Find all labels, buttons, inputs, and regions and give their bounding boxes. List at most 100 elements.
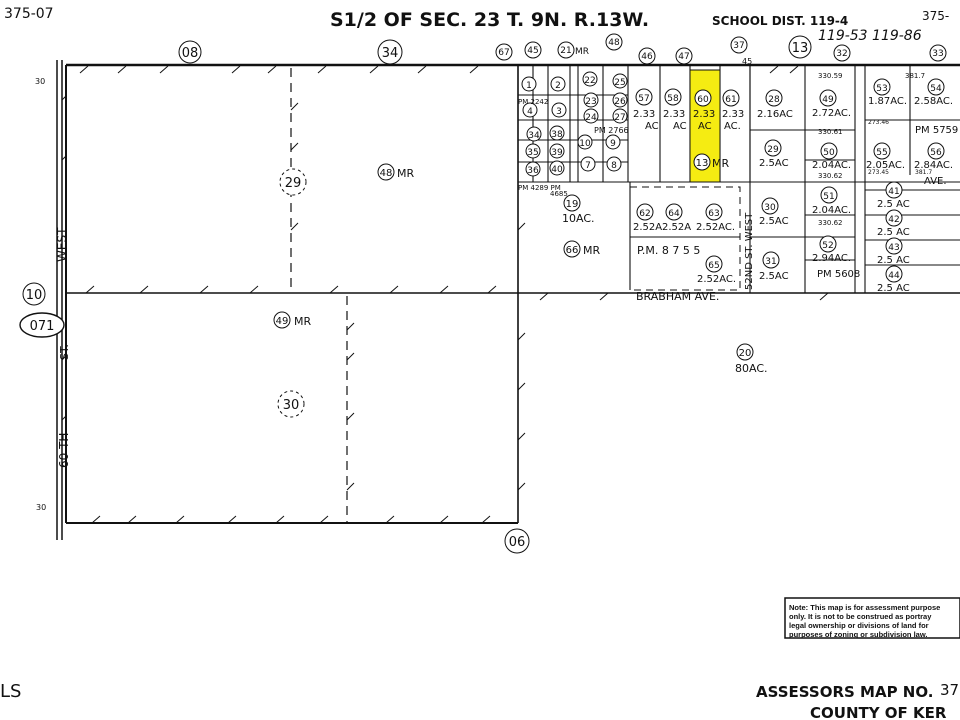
school-district: SCHOOL DIST. 119-4 [712,14,848,28]
svg-text:4: 4 [527,107,533,117]
parcel-63: 63 2.52AC. [696,203,735,233]
svg-text:2.5AC: 2.5AC [759,158,789,169]
svg-text:MR: MR [712,157,729,170]
disclaimer-box [784,597,960,639]
pm-5608-label: PM 5608 [817,269,860,280]
svg-text:37: 37 [733,41,744,51]
svg-text:06: 06 [509,535,526,550]
pm-5759-label: PM 5759 [915,125,958,136]
svg-text:2.52AC.: 2.52AC. [696,222,735,233]
dim-30-top: 30 [35,77,45,86]
svg-text:08: 08 [182,46,199,61]
dim-330-62b: 330.62 [818,219,843,227]
district-codes: 119-53 119-86 [818,28,922,44]
south-line-ticks [91,515,491,524]
svg-text:2.52AC.: 2.52AC. [697,274,736,285]
bubble-13: 13 [788,35,812,59]
svg-text:3: 3 [556,107,562,117]
street-brabham-ave: BRABHAM AVE. [636,290,719,303]
svg-text:28: 28 [768,95,780,105]
svg-text:2.94AC.: 2.94AC. [812,253,851,264]
parcel-44: 44 2.5 AC [877,265,910,294]
parcel-28: 28 2.16AC [757,89,793,120]
footer-left-mark: LS [0,681,21,702]
svg-text:8: 8 [611,161,617,171]
bubble-29: 29 [279,168,307,196]
small-parcel-bubbles: 1 2 22 25 4 3 23 26 24 27 34 38 10 9 35 … [521,71,628,177]
svg-text:34: 34 [528,131,540,141]
svg-text:40: 40 [551,165,563,175]
svg-text:1.87AC.: 1.87AC. [868,96,907,107]
svg-text:2.52A: 2.52A [662,222,691,233]
svg-text:2.72AC.: 2.72AC. [812,108,851,119]
svg-text:2.5 AC: 2.5 AC [877,199,910,210]
svg-text:56: 56 [930,148,942,158]
svg-text:34: 34 [382,46,399,61]
svg-text:58: 58 [667,94,679,104]
svg-text:2.04AC.: 2.04AC. [812,160,851,171]
note-line-2: only. It is not to be construed as portr… [789,612,932,621]
parcel-29: 29 2.5AC [759,139,789,169]
svg-text:45: 45 [527,46,538,56]
svg-text:41: 41 [888,187,899,197]
svg-text:9: 9 [610,139,616,149]
parcel-49-right: 492.72AC. [812,89,851,119]
svg-text:39: 39 [551,148,563,158]
svg-text:48: 48 [608,38,620,48]
svg-text:42: 42 [888,215,899,225]
svg-text:29: 29 [767,145,779,155]
parcel-31: 31 2.5AC [759,251,789,282]
svg-text:2.33: 2.33 [722,109,744,120]
svg-text:AC.: AC. [724,121,741,132]
svg-text:2.5 AC: 2.5 AC [877,227,910,238]
svg-text:2.05AC.: 2.05AC. [866,160,905,171]
svg-text:61: 61 [725,95,736,105]
svg-text:2.52A: 2.52A [633,222,662,233]
bubble-30: 30 [277,390,305,418]
svg-text:35: 35 [527,148,538,158]
svg-text:50: 50 [823,148,835,158]
svg-text:AC: AC [698,121,712,132]
svg-text:20: 20 [739,348,752,359]
svg-text:2.16AC: 2.16AC [757,109,793,120]
pm-8755-label: P.M. 8 7 5 5 [637,244,700,257]
parcel-50: 50 2.04AC. [812,142,851,171]
svg-text:48: 48 [380,168,393,179]
svg-text:2.84AC.: 2.84AC. [914,160,953,171]
svg-text:66: 66 [566,245,579,256]
parcel-30: 302.5AC [759,197,789,227]
svg-text:67: 67 [498,48,509,58]
parcel-62: 622.52A [633,203,662,233]
svg-text:63: 63 [708,209,719,219]
bubble-08: 08 [178,40,202,64]
svg-text:43: 43 [888,243,899,253]
page-number-right: 375- [922,9,949,23]
mr-top-label: MR [575,47,589,57]
note-line-1: Note: This map is for assessment purpose [789,603,940,612]
street-60th: 60 TH [57,433,71,468]
svg-text:13: 13 [696,158,709,169]
note-line-4: purposes of zoning or subdivision law. [789,630,927,639]
svg-text:31: 31 [765,257,776,267]
parcel-54: 542.58AC. [914,78,953,107]
page-number-left: 375-07 [4,6,54,22]
parcel-55: 552.05AC. [866,142,905,171]
svg-text:65: 65 [708,261,719,271]
parcel-53: 53 1.87AC. [868,78,907,107]
svg-text:23: 23 [585,97,596,107]
footer-county: COUNTY OF KER [810,704,947,720]
dim-381-7: 381.7 [905,72,925,80]
svg-text:53: 53 [876,84,887,94]
pm-4685-label: 4685 [550,190,568,198]
svg-text:44: 44 [888,271,900,281]
svg-text:38: 38 [551,130,563,140]
svg-text:2.5AC: 2.5AC [759,271,789,282]
svg-text:071: 071 [30,319,55,334]
svg-text:2.33: 2.33 [663,109,685,120]
svg-text:2.5 AC: 2.5 AC [877,283,910,294]
parcel-56: 56 2.84AC. [914,142,953,171]
